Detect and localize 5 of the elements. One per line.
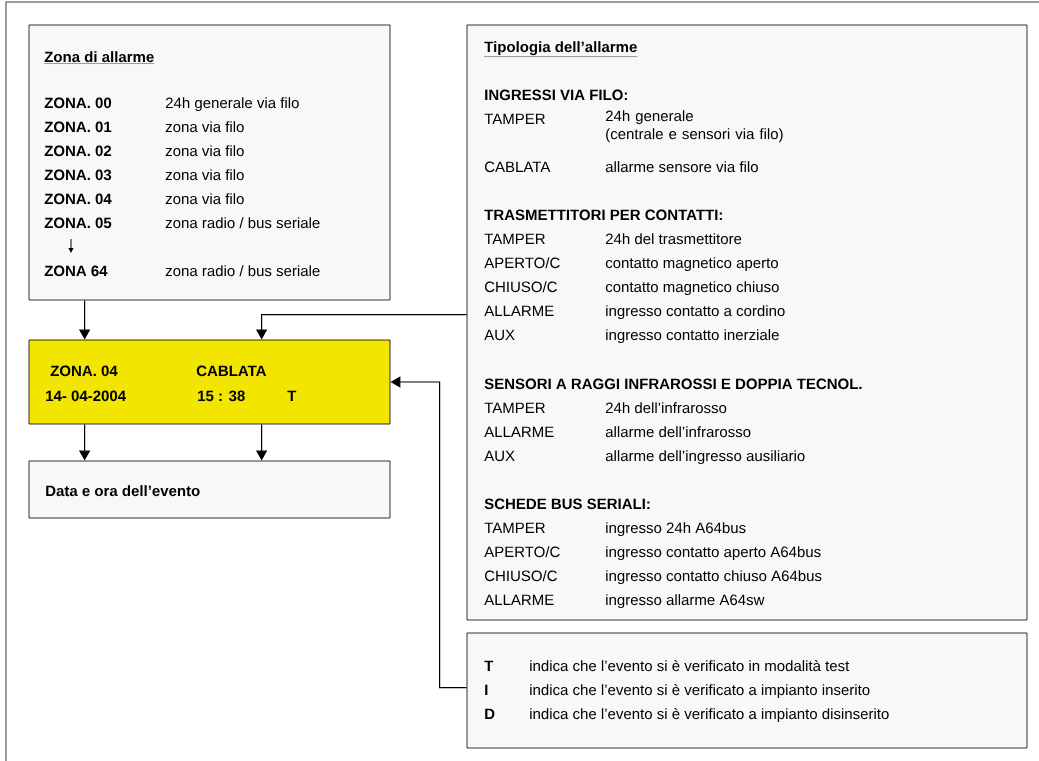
display-panel: ZONA. 04 CABLATA 14- 04-2004 15 : 38 T [28, 339, 391, 425]
info-box: Tipologia dell’allarme INGRESSI VIA FILO: TAMPER 24h generale (centrale e sensori via filo) CABLATA allarme sensore via filo TRASMETTITORI PER CONTATTI: TAMPER 24h del trasmettitore APERTO/C contatto magnetico aperto CHIUSO/C contatto magnetico chiuso ALLARME ingresso contatto a cordino AUX ingresso contatto inerziale SENSORI A RAGGI INFRAROSSI E DOPPIA TECNOL. TAMPER 24h dell’infrarosso ALLARME allarme dell’infrarosso AUX allarme dell’ingresso ausiliario SCHEDE BUS SERIALI: TAMPER ingresso 24h A64bus APERTO/C ingresso contatto aperto A64bus CHIUSO/C ingresso contatto chiuso A64bus ALLARME ingresso allarme A64sw [466, 24, 1028, 621]
info-box: Zona di allarme ZONA. 00 24h generale via filo ZONA. 01 zona via filo ZONA. 02 zona via filo ZONA. 03 zona via filo ZONA. 04 zona via filo ZONA. 05 zona radio / bus seriale ZONA 64 zona radio / bus seriale [28, 24, 391, 301]
info-box: Data e ora dell’evento [28, 460, 391, 519]
legend-box: T indica che l’evento si è verificato in modalità test I indica che l’evento si è verificato a impianto inserito D indica che l’evento si è verificato a impianto disinserito [466, 632, 1028, 749]
